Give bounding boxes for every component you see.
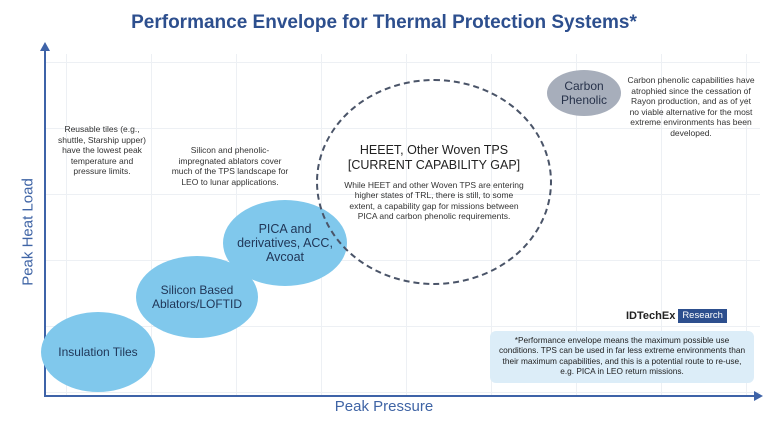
y-axis-label: Peak Heat Load bbox=[19, 178, 37, 286]
note-carbon-phenolic: Carbon phenolic capabilities have atroph… bbox=[627, 75, 755, 138]
bubble-insulation-tiles: Insulation Tiles bbox=[41, 312, 155, 392]
bubble-silicon-label-2: Ablators/LOFTID bbox=[151, 297, 243, 311]
bubble-pica: PICA and derivatives, ACC, Avcoat bbox=[223, 200, 347, 286]
heeet-title-1: HEEET, Other Woven TPS bbox=[359, 142, 509, 157]
note-silicon-ablators: Silicon and phenolic-impregnated ablator… bbox=[171, 145, 289, 187]
bubble-silicon-label-1: Silicon Based bbox=[160, 283, 234, 297]
idtechex-logo: IDTechEx Research bbox=[626, 309, 727, 323]
bubble-carbon-phenolic: Carbon Phenolic bbox=[547, 70, 621, 116]
heeet-title-2: [CURRENT CAPABILITY GAP] bbox=[347, 157, 521, 172]
bubble-carbon-label-2: Phenolic bbox=[560, 93, 608, 107]
bubble-heeet-capability-gap: HEEET, Other Woven TPS [CURRENT CAPABILI… bbox=[316, 79, 552, 285]
footnote-box: *Performance envelope means the maximum … bbox=[490, 331, 754, 383]
bubble-carbon-label-1: Carbon bbox=[564, 79, 604, 93]
logo-sub-text: Research bbox=[678, 309, 727, 323]
chart-title: Performance Envelope for Thermal Protect… bbox=[131, 12, 637, 33]
bubble-pica-label-2: derivatives, ACC, bbox=[237, 236, 333, 250]
note-reusable-tiles: Reusable tiles (e.g., shuttle, Starship … bbox=[58, 124, 146, 176]
bubble-pica-label-1: PICA and bbox=[258, 222, 312, 236]
y-axis-arrow-icon bbox=[40, 42, 50, 51]
x-axis-label: Peak Pressure bbox=[334, 398, 434, 415]
bubble-pica-label-3: Avcoat bbox=[266, 250, 304, 264]
bubble-insulation-label: Insulation Tiles bbox=[58, 345, 138, 359]
logo-main-text: IDTechEx bbox=[626, 310, 676, 322]
x-axis-arrow-icon bbox=[754, 391, 763, 401]
heeet-description: While HEET and other Woven TPS are enter… bbox=[344, 179, 524, 222]
y-axis-line bbox=[44, 50, 46, 396]
x-axis-line bbox=[44, 395, 756, 397]
